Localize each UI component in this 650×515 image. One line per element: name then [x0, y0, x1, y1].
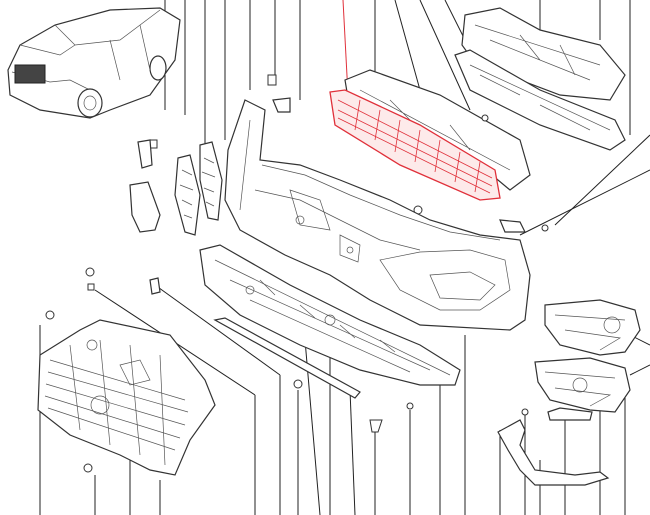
- energy-absorber: [454, 49, 626, 151]
- lower-undertray: [199, 244, 461, 386]
- fog-lamp-right-upper: [544, 299, 641, 356]
- upper-crossmember: [461, 7, 626, 101]
- leader-lines: [39, 0, 650, 515]
- fog-lamp-bezel-left: [174, 141, 223, 236]
- vehicle-thumbnail: [7, 7, 181, 119]
- lower-strip: [213, 317, 361, 399]
- fasteners: [45, 74, 549, 473]
- side-trim-left: [129, 139, 161, 233]
- upper-radiator-grille: [37, 319, 216, 476]
- front-bumper-cover: [224, 99, 531, 331]
- chrome-trim-right: [497, 407, 610, 486]
- fog-lamp-right-lower: [534, 357, 631, 413]
- lower-center-grille[interactable]: [329, 89, 501, 201]
